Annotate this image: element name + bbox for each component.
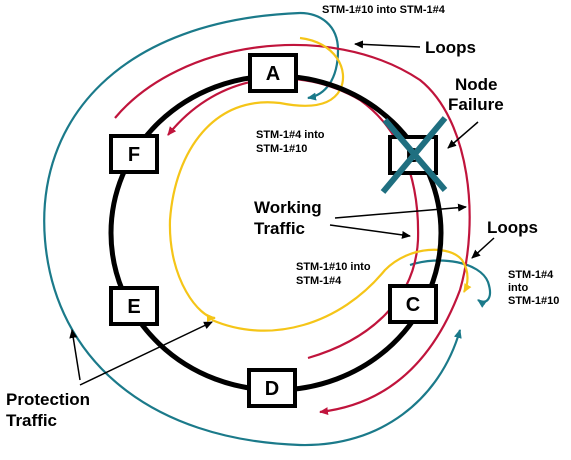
node-f-label: F — [128, 144, 140, 166]
right-stm-label-3: STM-1#10 — [508, 295, 559, 307]
yellow-loop-top — [168, 36, 345, 322]
working-traffic-label-1: Working — [254, 198, 322, 217]
protection-pointer-2 — [79, 321, 213, 386]
stm4-into-label-1: STM-1#4 into — [256, 129, 325, 141]
node-c[interactable]: C — [388, 284, 438, 324]
node-failure-label-2: Failure — [448, 95, 504, 114]
protection-traffic-label-2: Traffic — [6, 411, 57, 430]
loops-top-pointer — [354, 40, 421, 49]
node-d-label: D — [265, 378, 279, 400]
node-a[interactable]: A — [248, 53, 298, 93]
node-d[interactable]: D — [247, 368, 297, 408]
right-stm-label-2: into — [508, 282, 528, 294]
top-loop-teal — [299, 11, 340, 101]
stm10-into-label-1: STM-1#10 into — [296, 261, 371, 273]
loops-right-label: Loops — [487, 218, 538, 237]
node-a-label: A — [266, 63, 280, 85]
protection-pointer-1 — [69, 329, 81, 381]
node-e[interactable]: E — [109, 286, 159, 326]
node-c-label: C — [406, 294, 420, 316]
node-failure-label-1: Node — [455, 75, 498, 94]
top-loop-label: STM-1#10 into STM-1#4 — [322, 4, 446, 16]
node-failure-pointer — [447, 121, 479, 149]
protection-traffic-label-1: Protection — [6, 390, 90, 409]
loops-right-pointer — [471, 237, 495, 259]
working-pointer-1 — [334, 203, 467, 219]
node-e-label: E — [127, 296, 140, 318]
node-f[interactable]: F — [109, 134, 159, 174]
working-pointer-2 — [329, 224, 411, 239]
protection-traffic-path — [43, 11, 462, 447]
working-traffic-label-2: Traffic — [254, 219, 305, 238]
right-loop-teal — [409, 259, 492, 308]
yellow-arc-bottom — [211, 248, 472, 332]
stm4-into-label-2: STM-1#10 — [256, 143, 307, 155]
stm10-into-label-2: STM-1#4 — [296, 275, 342, 287]
loops-top-label: Loops — [425, 38, 476, 57]
right-stm-label-1: STM-1#4 — [508, 269, 554, 281]
node-failure-x-icon — [380, 116, 448, 194]
